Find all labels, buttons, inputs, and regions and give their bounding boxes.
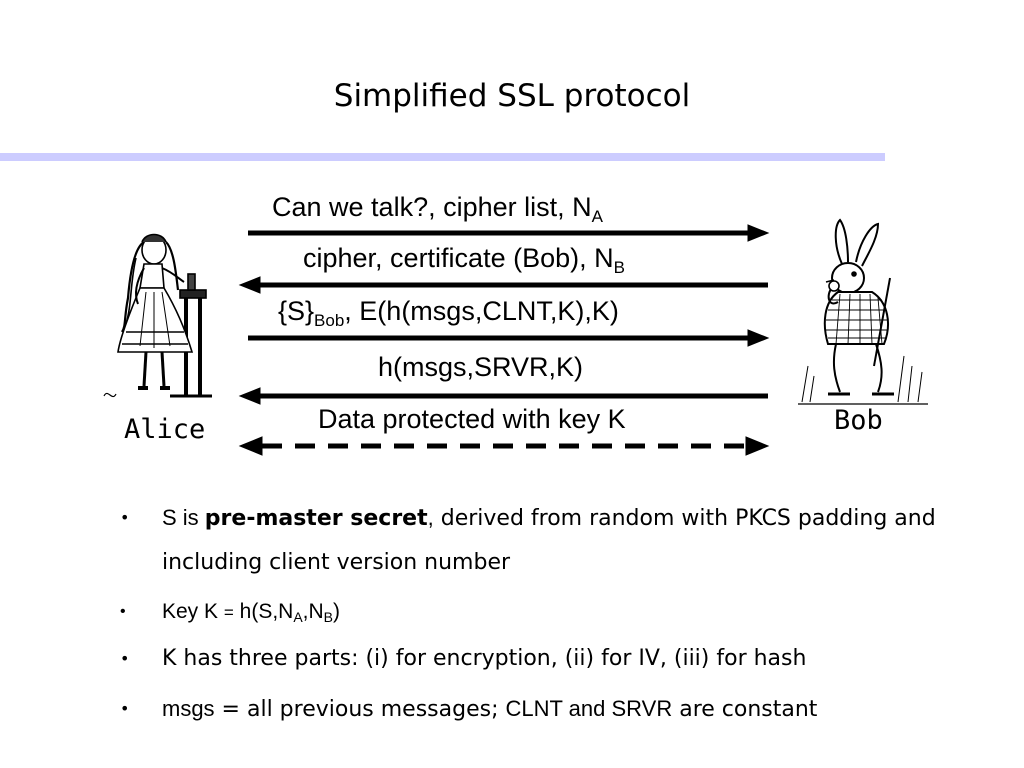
bullet-key-derivation: Key K = h(S,NA,NB): [112, 592, 1012, 633]
message-label-1: Can we talk?, cipher list, NA: [272, 192, 603, 226]
bullet-pre-master-secret: S is pre-master secret, derived from ran…: [112, 496, 1012, 585]
bullet-key-parts: K has three parts: (i) for encryption, (…: [112, 637, 1012, 681]
message-label-3: {S}Bob, E(h(msgs,CLNT,K),K): [278, 296, 619, 330]
notes-list: S is pre-master secret, derived from ran…: [112, 496, 1012, 732]
arrow-msg-4: [238, 387, 768, 405]
arrow-msg-3: [248, 329, 770, 347]
message-label-2: cipher, certificate (Bob), NB: [303, 243, 625, 277]
arrow-msg-2: [238, 276, 768, 294]
slide-title: Simplified SSL protocol: [333, 78, 691, 114]
message-label-4: h(msgs,SRVR,K): [378, 352, 584, 382]
title-divider: [0, 153, 885, 161]
arrow-msg-5-dashed: [238, 436, 770, 456]
white-rabbit-illustration-icon: [798, 218, 928, 405]
arrow-msg-1: [248, 224, 770, 242]
participant-name-alice: Alice: [124, 414, 206, 445]
bullet-msgs-definition: msgs = all previous messages; CLNT and S…: [112, 687, 1012, 732]
participant-name-bob: Bob: [834, 405, 883, 436]
alice-illustration-icon: [103, 233, 212, 398]
message-label-5: Data protected with key K: [318, 404, 626, 434]
